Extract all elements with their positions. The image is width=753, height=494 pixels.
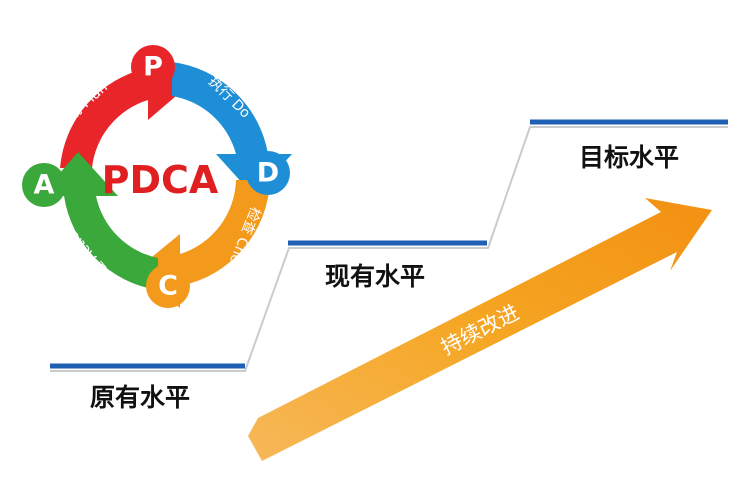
improvement-arrow-shape <box>248 198 712 461</box>
letter-badge-p <box>131 45 175 89</box>
staircase-shadow <box>50 126 728 372</box>
letter-p: P <box>143 52 163 83</box>
letter-c: C <box>158 271 178 302</box>
label-target-level: 目标水平 <box>579 143 679 172</box>
pdca-title: PDCA <box>102 158 219 202</box>
letter-a: A <box>34 170 55 201</box>
letter-badge-d <box>246 151 290 195</box>
label-current-level: 现有水平 <box>325 262 425 291</box>
letter-badge-a <box>22 163 66 207</box>
letter-badge-c <box>146 264 190 308</box>
label-original-level: 原有水平 <box>90 383 190 412</box>
improvement-arrow: 持续改进 <box>248 198 712 461</box>
letter-d: D <box>257 158 279 189</box>
pdca-cycle: P D C A 计划 Plan 执行 Do 检查 Check 处理 Action… <box>22 45 292 308</box>
staircase <box>50 119 728 372</box>
cycle-segment-action <box>40 152 158 290</box>
